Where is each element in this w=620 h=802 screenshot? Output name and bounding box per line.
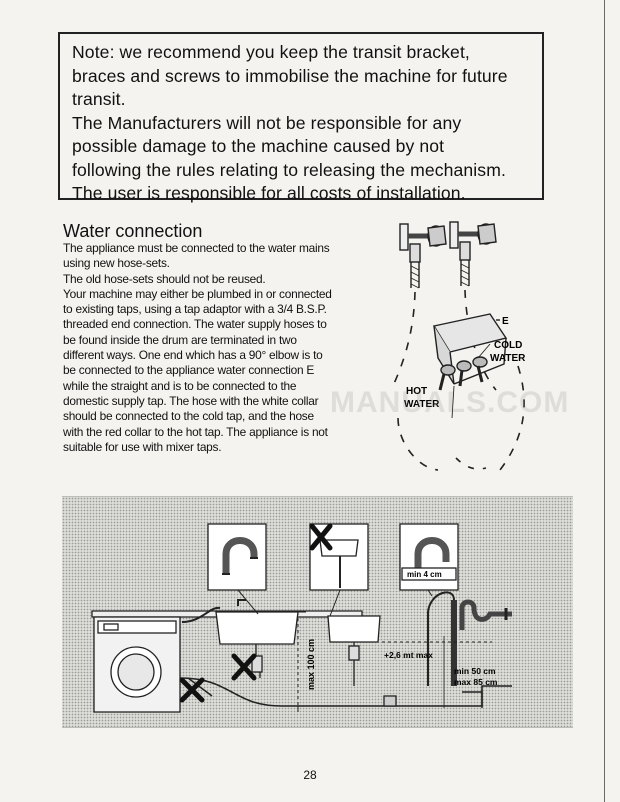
text-line: using new hose-sets. bbox=[63, 256, 170, 271]
not-allowed-icon bbox=[179, 677, 205, 703]
label-plus-26: +2,6 mt max bbox=[384, 650, 433, 660]
right-tap-icon bbox=[449, 221, 497, 287]
sink-icon bbox=[327, 615, 381, 686]
not-allowed-icon bbox=[309, 523, 333, 551]
appliance-connection-icon bbox=[432, 313, 508, 391]
label-e: E bbox=[502, 316, 509, 327]
text-line: be found inside the drum are terminated … bbox=[63, 332, 297, 347]
note-line: following the rules relating to releasin… bbox=[72, 159, 506, 180]
text-line: while the straight and is to be connecte… bbox=[63, 378, 297, 393]
text-line: domestic supply tap. The hose with the w… bbox=[63, 393, 319, 408]
section-title: Water connection bbox=[63, 221, 203, 241]
text-line: The old hose-sets should not be reused. bbox=[63, 271, 266, 286]
note-line: Note: we recommend you keep the transit … bbox=[72, 42, 470, 62]
label-max-100: max 100 cm bbox=[306, 639, 316, 690]
text-line: should be connected to the cold tap, and… bbox=[63, 409, 314, 424]
text-line: The appliance must be connected to the w… bbox=[63, 241, 330, 255]
page-edge bbox=[604, 0, 605, 802]
label-water: WATER bbox=[490, 353, 526, 364]
text-line: to existing taps, using a tap adaptor wi… bbox=[63, 302, 327, 317]
page-number: 28 bbox=[303, 768, 317, 782]
note-line: braces and screws to immobilise the mach… bbox=[72, 65, 508, 86]
washing-machine-icon bbox=[93, 616, 181, 713]
label-min-4: min 4 cm bbox=[407, 570, 442, 579]
note-line: transit. bbox=[72, 89, 126, 109]
label-hot: HOT bbox=[406, 386, 427, 397]
water-connection-text: The appliance must be connected to the w… bbox=[63, 241, 363, 455]
text-line: suitable for use with mixer taps. bbox=[63, 439, 222, 454]
detail-callout-icon bbox=[399, 523, 459, 597]
standpipe-icon bbox=[427, 591, 512, 686]
label-cold: COLD bbox=[494, 340, 522, 351]
note-line: The Manufacturers will not be responsibl… bbox=[72, 112, 462, 133]
note-line: possible damage to the machine caused by… bbox=[72, 136, 445, 156]
text-line: Your machine may either be plumbed in or… bbox=[63, 286, 332, 301]
left-tap-icon bbox=[399, 223, 447, 289]
detail-callout-icon bbox=[207, 523, 267, 615]
not-allowed-icon bbox=[231, 653, 257, 681]
note-line: The user is responsible for all costs of… bbox=[72, 183, 466, 203]
text-line: threaded end connection. The water suppl… bbox=[63, 317, 327, 332]
label-min-50: min 50 cm bbox=[454, 666, 496, 676]
note-box: Note: we recommend you keep the transit … bbox=[58, 32, 544, 203]
sink-icon bbox=[215, 611, 299, 678]
text-line: different ways. One end which has a 90° … bbox=[63, 348, 323, 363]
text-line: be connected to the appliance water conn… bbox=[63, 363, 315, 378]
label-max-85: max 85 cm bbox=[454, 677, 498, 687]
label-water: WATER bbox=[404, 399, 440, 410]
installation-diagram: min 4 cm max 100 cm +2,6 mt max min 50 c… bbox=[91, 523, 512, 713]
text-line: with the red collar to the hot tap. The … bbox=[63, 424, 328, 439]
taps-illustration: E COLD WATER HOT WATER bbox=[391, 221, 526, 471]
